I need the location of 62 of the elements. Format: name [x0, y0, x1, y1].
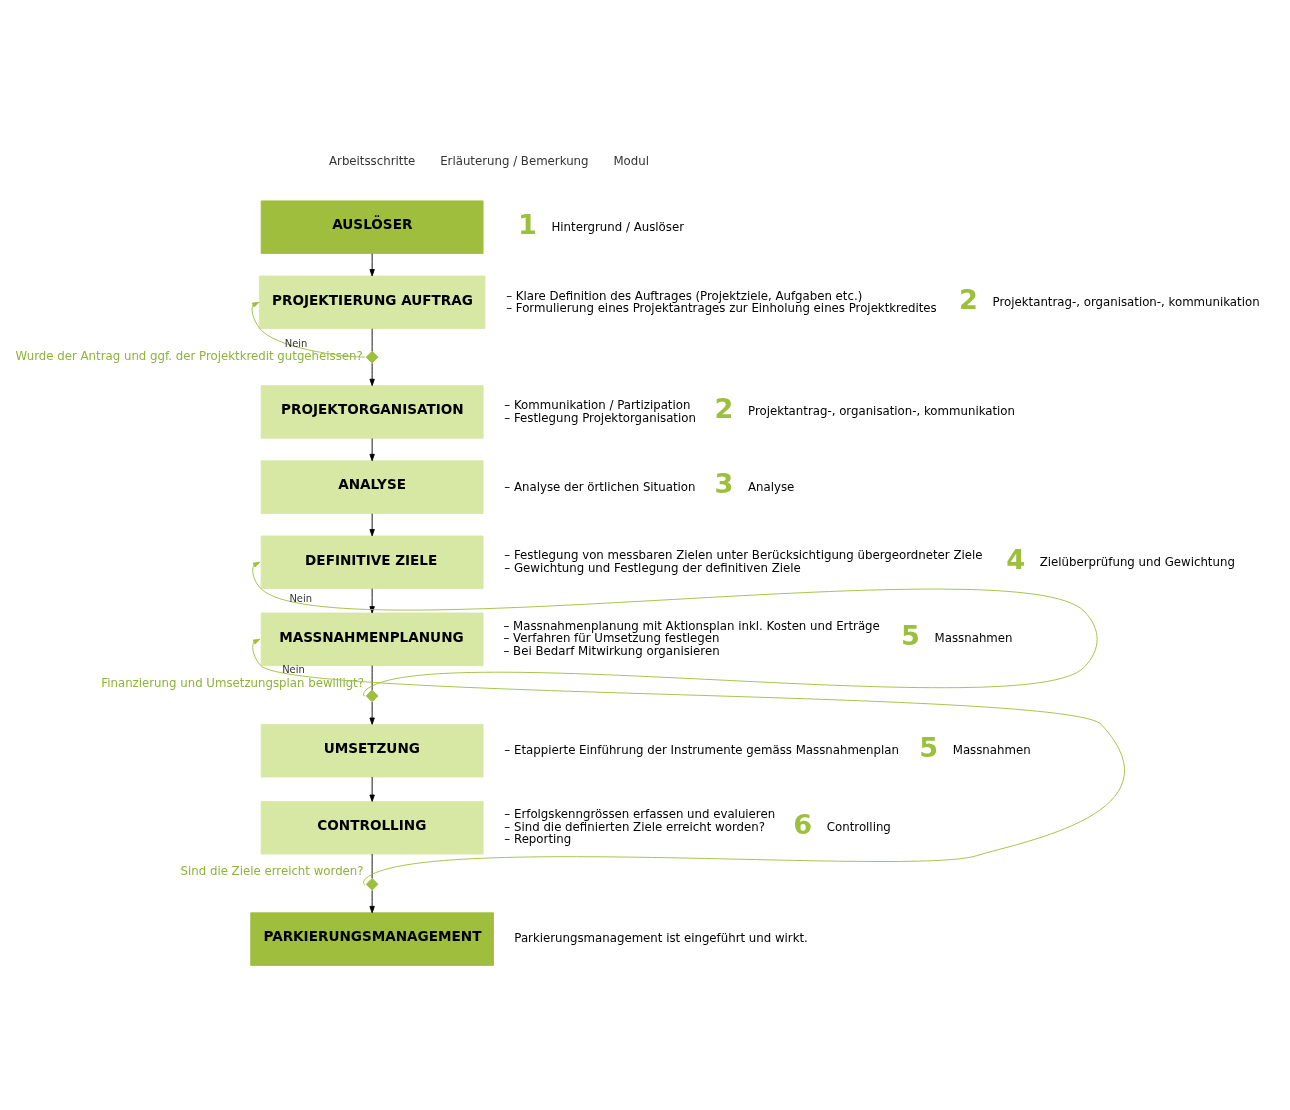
- node-box: PROJEKTORGANISATION: [260, 384, 484, 439]
- arrow: [369, 437, 375, 461]
- node-label: Controlling: [826, 819, 891, 834]
- node-box: MASSNAHMENPLANUNG: [260, 612, 484, 666]
- node-label: – Festlegung Projektorganisation: [504, 410, 696, 425]
- node-label: – Gewichtung und Festlegung der definitiven Ziele: [504, 560, 801, 575]
- node-label: 6: [793, 808, 813, 840]
- node-label: 1: [517, 207, 537, 239]
- node-label: Projektantrag-, organisation-, kommunikation: [748, 403, 1016, 418]
- arrow: [369, 512, 375, 536]
- node-box: PARKIERUNGSMANAGEMENT: [250, 911, 494, 966]
- node-label: Massnahmen: [934, 630, 1013, 645]
- arrow: [369, 776, 375, 802]
- arrow: [369, 362, 375, 386]
- node-label: 2: [959, 283, 978, 315]
- node-diamond: [365, 689, 379, 702]
- node-label: Analyse: [748, 479, 795, 494]
- arrow: [369, 587, 375, 613]
- node-label: Hintergrund / Auslöser: [551, 219, 684, 234]
- edge-label: Nein: [284, 337, 308, 349]
- arrow: [251, 301, 366, 358]
- arrow: [369, 889, 375, 913]
- node-label: Projektantrag-, organisation-, kommunikation: [992, 294, 1260, 309]
- node-label: – Erfolgskenngrössen erfassen und evaluieren: [504, 806, 776, 821]
- node-diamond: [365, 877, 379, 891]
- label: Erläuterung / Bemerkung: [440, 153, 589, 168]
- node-label: – Klare Definition des Auftrages (Projektziele, Aufgaben etc.): [506, 288, 863, 303]
- label: Modul: [613, 153, 649, 168]
- arrow: [252, 638, 1125, 885]
- node-label: – Kommunikation / Partizipation: [504, 397, 691, 412]
- node-box: CONTROLLING: [260, 800, 484, 854]
- edge-label: Nein: [289, 592, 313, 604]
- node-label: 2: [714, 392, 734, 424]
- node-label: – Sind die definierten Ziele erreicht worden?: [504, 819, 765, 834]
- node-label: Massnahmen: [952, 742, 1031, 757]
- node-label: Parkierungsmanagement ist eingeführt und wirkt.: [514, 930, 808, 945]
- arrow: [369, 701, 375, 725]
- node-label: – Reporting: [504, 831, 572, 846]
- node-label: Wurde der Antrag und ggf. der Projektkredit gutgeheissen?: [15, 348, 363, 363]
- node-label: – Festlegung von messbaren Zielen unter Berücksichtigung übergeordneter Ziele: [504, 547, 983, 562]
- node-box: AUSLÖSER: [260, 199, 484, 254]
- arrow: [252, 561, 1098, 696]
- node-label: Sind die Ziele erreicht worden?: [180, 863, 364, 878]
- node-label: – Etappierte Einführung der Instrumente gemäss Massnahmenplan: [504, 742, 899, 757]
- node-label: 4: [1006, 543, 1026, 575]
- node-label: – Formulierung eines Projektantrages zur Einholung eines Projektkredites: [506, 300, 937, 315]
- node-box: PROJEKTIERUNG AUFTRAG: [258, 275, 486, 329]
- node-label: 3: [714, 467, 734, 499]
- node-label: 5: [919, 731, 939, 763]
- node-label: Finanzierung und Umsetzungsplan bewilligt?: [101, 675, 364, 690]
- node-diamond: [365, 350, 379, 363]
- node-label: – Massnahmenplanung mit Aktionsplan inkl. Kosten und Erträge: [503, 618, 880, 633]
- node-box: UMSETZUNG: [260, 723, 484, 777]
- node-label: – Analyse der örtlichen Situation: [504, 479, 696, 494]
- arrow: [369, 252, 375, 276]
- node-box: DEFINITIVE ZIELE: [260, 535, 484, 589]
- node-box: ANALYSE: [260, 459, 484, 514]
- label: Arbeitsschritte: [329, 153, 416, 168]
- edge-label: Nein: [282, 663, 305, 675]
- node-label: – Bei Bedarf Mitwirkung organisieren: [503, 643, 720, 658]
- node-label: 5: [901, 619, 921, 651]
- node-label: Zielüberprüfung und Gewichtung: [1039, 554, 1235, 569]
